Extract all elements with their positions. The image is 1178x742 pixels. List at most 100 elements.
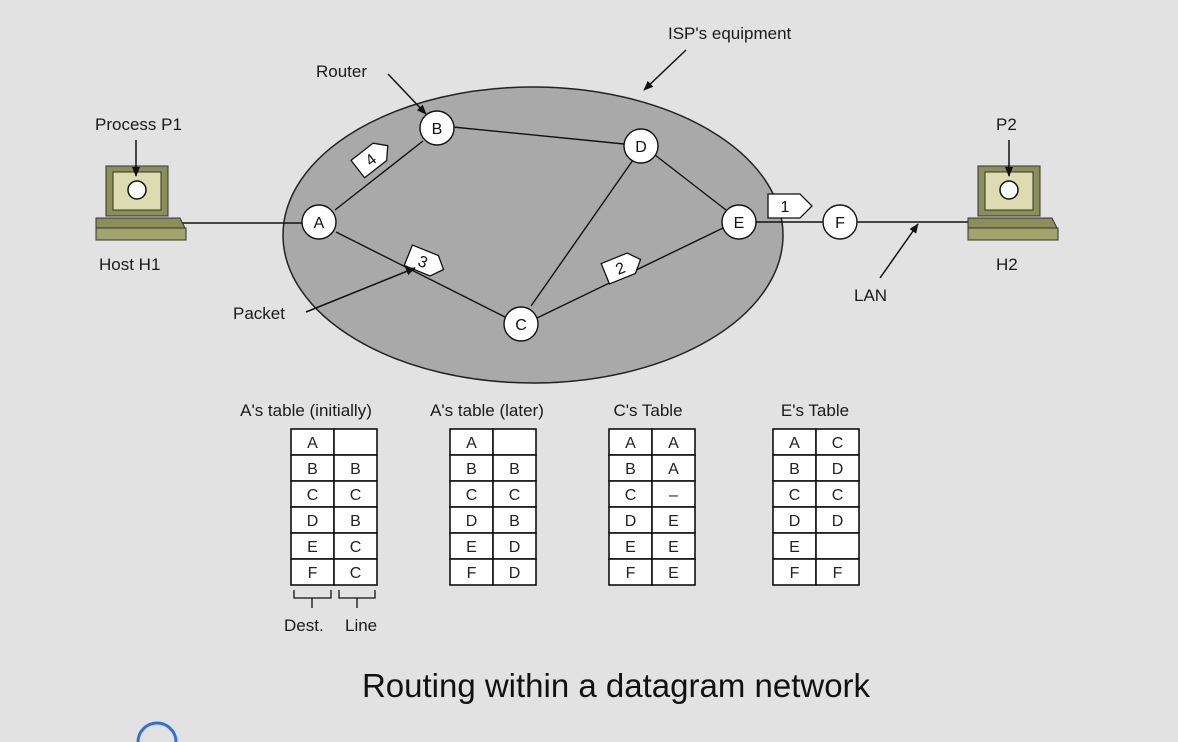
lan-arrow — [879, 223, 919, 279]
diagram-caption: Routing within a datagram network — [362, 667, 871, 704]
table-dest-cell: A — [625, 435, 636, 452]
table-dest-cell: C — [307, 487, 319, 504]
table-dest-cell: F — [790, 565, 800, 582]
table-cell — [333, 558, 378, 586]
line-bracket — [338, 590, 376, 608]
link-a-c — [335, 231, 506, 318]
lan-label: LAN — [854, 286, 887, 305]
table-cell — [492, 454, 537, 482]
table-line-cell: – — [669, 487, 678, 504]
node-label-f: F — [835, 215, 845, 232]
table-cell — [772, 558, 817, 586]
packet-arrow — [305, 267, 416, 313]
host-h1-computer-icon — [95, 165, 187, 241]
router-a: A — [301, 204, 337, 240]
h2-label: H2 — [996, 255, 1018, 274]
table-title: A's table (later) — [430, 401, 544, 420]
packet-label: Packet — [233, 304, 285, 323]
table-cell — [290, 558, 335, 586]
table-line-cell: E — [668, 539, 679, 556]
p2-label: P2 — [996, 115, 1017, 134]
table-cell — [608, 532, 653, 560]
router-b: B — [419, 110, 455, 146]
table-cell — [290, 480, 335, 508]
packet-1: 1 — [767, 193, 813, 219]
packet-2: 2 — [600, 252, 642, 285]
table-line-cell: C — [832, 435, 844, 452]
table-line-cell: E — [668, 513, 679, 530]
table-dest-cell: B — [625, 461, 636, 478]
table-cell — [290, 454, 335, 482]
process-p1-label: Process P1 — [95, 115, 182, 134]
table-cell — [772, 480, 817, 508]
table-dest-cell: F — [626, 565, 636, 582]
node-label-a: A — [314, 215, 325, 232]
table-dest-cell: E — [789, 539, 800, 556]
table-dest-cell: A — [307, 435, 318, 452]
table-line-cell: F — [833, 565, 843, 582]
router-e: E — [721, 204, 757, 240]
table-cell — [492, 558, 537, 586]
table-line-cell: D — [832, 513, 844, 530]
table-dest-cell: C — [625, 487, 637, 504]
table-cell — [333, 428, 378, 456]
table-line-cell: C — [509, 487, 521, 504]
router-c: C — [503, 306, 539, 342]
table-dest-cell: D — [625, 513, 637, 530]
link-c-d — [530, 159, 634, 307]
table-dest-cell: F — [308, 565, 318, 582]
isp-ellipse — [282, 86, 784, 384]
table-dest-cell: A — [466, 435, 477, 452]
table-line-cell: A — [668, 435, 679, 452]
router-f: F — [822, 204, 858, 240]
table-title: C's Table — [613, 401, 682, 420]
table-dest-cell: D — [789, 513, 801, 530]
table-line-cell: D — [509, 539, 521, 556]
table-cell — [815, 532, 860, 560]
table-cell — [290, 532, 335, 560]
table-cell — [815, 558, 860, 586]
table-dest-cell: D — [466, 513, 478, 530]
router-label: Router — [316, 62, 367, 81]
table-dest-cell: B — [466, 461, 477, 478]
table-line-cell: C — [350, 487, 362, 504]
table-dest-cell: E — [625, 539, 636, 556]
table-dest-cell: C — [789, 487, 801, 504]
node-label-b: B — [432, 121, 443, 138]
table-dest-cell: D — [307, 513, 319, 530]
table-line-cell: B — [509, 513, 520, 530]
table-line-cell: B — [350, 513, 361, 530]
table-dest-cell: E — [307, 539, 318, 556]
link-a-b — [334, 140, 424, 211]
cursor-ring-icon — [136, 721, 178, 742]
table-dest-cell: F — [467, 565, 477, 582]
table-dest-cell: B — [789, 461, 800, 478]
table-cell — [492, 428, 537, 456]
table-cell — [449, 558, 494, 586]
table-cell — [492, 506, 537, 534]
table-cell — [651, 506, 696, 534]
callout-arrows — [132, 49, 1013, 313]
packet-4: 4 — [350, 142, 389, 179]
table-dest-cell: A — [789, 435, 800, 452]
column-brackets — [293, 590, 376, 608]
table-cell — [651, 558, 696, 586]
table-title: A's table (initially) — [240, 401, 372, 420]
line-label: Line — [345, 616, 377, 635]
table-line-cell: B — [509, 461, 520, 478]
router-d: D — [623, 128, 659, 164]
node-label-c: C — [515, 317, 527, 334]
host-h2-computer-icon — [967, 165, 1059, 241]
node-label-d: D — [635, 139, 647, 156]
table-cell — [492, 480, 537, 508]
table-cell — [290, 428, 335, 456]
table-cell — [815, 480, 860, 508]
isp-label: ISP's equipment — [668, 24, 792, 43]
node-label-e: E — [734, 215, 745, 232]
